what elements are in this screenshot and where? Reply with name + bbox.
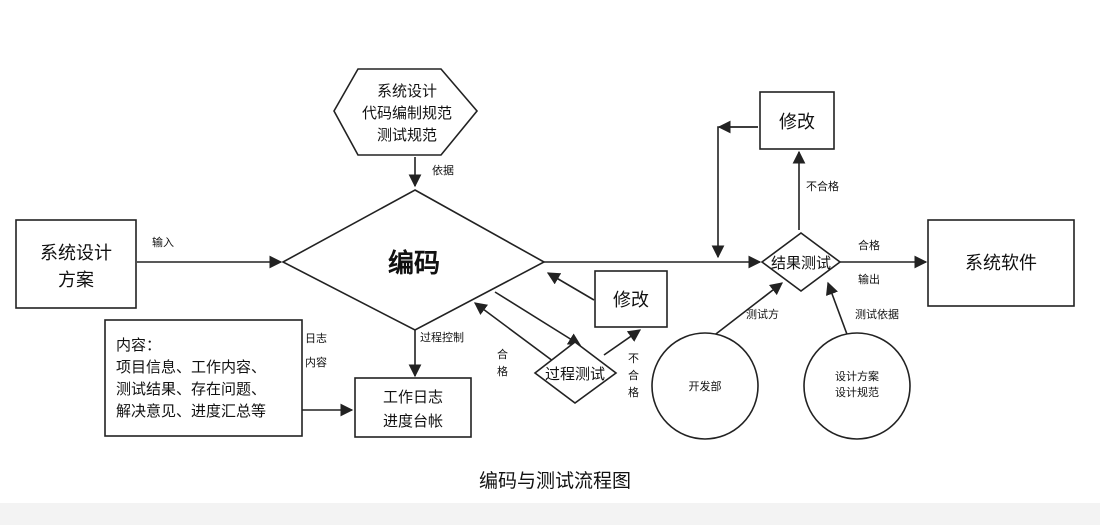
process-test-diamond <box>533 340 618 404</box>
coding-diamond <box>281 189 546 331</box>
bottom-strip <box>0 503 1100 525</box>
label-basis: 依据 <box>432 163 454 177</box>
label-fail-process-3: 格 <box>628 385 639 399</box>
arrow-process-test-to-modify <box>603 329 642 356</box>
label-tester: 测试方 <box>746 307 779 321</box>
diagram-title: 编码与测试流程图 <box>479 470 631 492</box>
hexagon-line-2: 代码编制规范 <box>362 104 452 122</box>
content-line-1: 内容： <box>116 336 161 354</box>
hexagon-line-1: 系统设计 <box>377 82 437 100</box>
dev-dept-circle <box>651 332 759 440</box>
content-line-3: 测试结果、存在问题、 <box>116 380 266 398</box>
label-log: 日志 <box>305 332 327 345</box>
modify-box-upper <box>759 91 835 150</box>
label-pass-result: 合格 <box>858 238 880 252</box>
arrow-design-spec-to-result-test <box>825 281 849 338</box>
hexagon-standards <box>333 68 479 156</box>
arrow-dev-dept-to-result-test <box>711 282 784 338</box>
design-spec-line-2: 设计规范 <box>835 385 879 399</box>
coding-label: 编码 <box>388 248 440 279</box>
work-log-line-2: 进度台帐 <box>383 412 443 430</box>
result-test-diamond <box>760 232 842 292</box>
work-log-line-1: 工作日志 <box>383 388 443 406</box>
design-spec-line-1: 设计方案 <box>835 369 879 383</box>
content-box <box>104 319 303 437</box>
design-doc-box <box>15 219 137 309</box>
arrow-modify-to-main-line <box>711 126 758 259</box>
label-pass-left-2: 格 <box>497 364 508 378</box>
arrow-coding-to-process-test <box>494 291 582 346</box>
modify-box-lower <box>594 270 668 328</box>
label-fail-result: 不合格 <box>806 179 839 193</box>
work-log-box <box>354 377 472 438</box>
system-software-box <box>927 219 1075 307</box>
process-test-label: 过程测试 <box>545 365 605 383</box>
dev-dept-label: 开发部 <box>689 379 722 393</box>
design-doc-line-1: 系统设计 <box>40 243 112 264</box>
label-fail-process-1: 不 <box>628 352 639 365</box>
label-pass-left-1: 合 <box>497 347 508 361</box>
label-output: 输出 <box>858 272 880 286</box>
arrow-process-test-to-coding <box>473 302 566 371</box>
arrow-modify-to-coding <box>546 272 595 301</box>
label-process-control: 过程控制 <box>420 330 464 344</box>
system-software-label: 系统软件 <box>965 253 1037 274</box>
label-test-basis: 测试依据 <box>855 307 899 321</box>
content-line-4: 解决意见、进度汇总等 <box>116 402 266 420</box>
label-fail-process-2: 合 <box>628 368 639 382</box>
design-spec-circle <box>803 332 911 440</box>
design-doc-line-2: 方案 <box>58 270 94 291</box>
modify-upper-label: 修改 <box>779 112 815 133</box>
label-input: 输入 <box>152 235 174 249</box>
modify-lower-label: 修改 <box>613 290 649 311</box>
result-test-label: 结果测试 <box>771 254 831 272</box>
content-line-2: 项目信息、工作内容、 <box>116 358 266 376</box>
label-content: 内容 <box>305 355 327 369</box>
hexagon-line-3: 测试规范 <box>377 126 437 144</box>
